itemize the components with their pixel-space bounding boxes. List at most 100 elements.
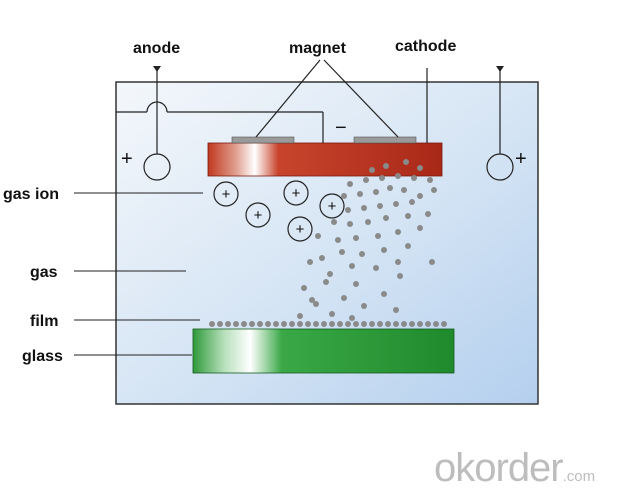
film-particle bbox=[209, 321, 215, 327]
sputtered-particle bbox=[417, 193, 423, 199]
sputtered-particle bbox=[349, 263, 355, 269]
sputtered-particle bbox=[395, 259, 401, 265]
magnet-left bbox=[231, 136, 295, 144]
film-particle bbox=[401, 321, 407, 327]
film-particle bbox=[257, 321, 263, 327]
film-particle bbox=[385, 321, 391, 327]
anode-plus-symbol: + bbox=[121, 148, 133, 170]
sputtered-particle bbox=[347, 181, 353, 187]
watermark: okorder.com bbox=[434, 446, 595, 491]
film-particle bbox=[297, 321, 303, 327]
film-particle bbox=[345, 321, 351, 327]
gas-ion bbox=[283, 180, 309, 206]
gas-ion-plus: + bbox=[254, 207, 263, 224]
label-leader-lines bbox=[74, 192, 203, 356]
sputtered-particle bbox=[397, 273, 403, 279]
sputtered-particle bbox=[353, 235, 359, 241]
right-electrode-wiring bbox=[486, 70, 514, 181]
film-particle bbox=[377, 321, 383, 327]
film-particle bbox=[369, 321, 375, 327]
sputtered-particle bbox=[403, 159, 409, 165]
film-particle bbox=[409, 321, 415, 327]
sputtered-particle bbox=[373, 265, 379, 271]
film-particle bbox=[265, 321, 271, 327]
sputtered-particle bbox=[345, 207, 351, 213]
film-particle bbox=[361, 321, 367, 327]
sputtered-particle bbox=[369, 167, 375, 173]
film-particle bbox=[289, 321, 295, 327]
film-particle bbox=[433, 321, 439, 327]
sputtered-particle bbox=[309, 297, 315, 303]
sputtered-particle bbox=[335, 237, 341, 243]
sputtered-particle bbox=[427, 177, 433, 183]
sputtered-particle bbox=[363, 177, 369, 183]
sputtered-particle bbox=[409, 199, 415, 205]
sputtered-particle bbox=[365, 219, 371, 225]
cathode-target bbox=[207, 142, 443, 177]
gas-ion bbox=[287, 216, 313, 242]
glass-substrate bbox=[192, 328, 455, 374]
cathode-label: cathode bbox=[395, 38, 456, 55]
sputtered-particle bbox=[327, 271, 333, 277]
gas-ion-plus: + bbox=[292, 185, 301, 202]
gas-ions: +++++ bbox=[213, 180, 345, 242]
anode-terminal-icon bbox=[153, 66, 161, 72]
sputtered-particle bbox=[411, 175, 417, 181]
sputtered-particle bbox=[381, 247, 387, 253]
film-particle bbox=[313, 321, 319, 327]
sputtered-particle bbox=[329, 311, 335, 317]
film-label: film bbox=[30, 313, 58, 330]
sputtered-particle bbox=[341, 295, 347, 301]
sputtered-particle bbox=[297, 313, 303, 319]
film-particle bbox=[249, 321, 255, 327]
film-particle bbox=[337, 321, 343, 327]
film-particle bbox=[441, 321, 447, 327]
sputtered-particle bbox=[339, 249, 345, 255]
sputtered-particle bbox=[375, 233, 381, 239]
sputtered-particle bbox=[401, 187, 407, 193]
film-particle bbox=[321, 321, 327, 327]
film-particle bbox=[273, 321, 279, 327]
sputtered-particle bbox=[349, 315, 355, 321]
gas-label: gas bbox=[30, 264, 58, 281]
watermark-sub: .com bbox=[562, 468, 596, 485]
right-terminal-icon bbox=[496, 66, 504, 72]
sputtered-particle bbox=[331, 219, 337, 225]
sputtered-particle bbox=[417, 225, 423, 231]
sputtered-particle bbox=[387, 185, 393, 191]
anode-label: anode bbox=[133, 40, 180, 57]
sputtered-particle bbox=[359, 251, 365, 257]
gas-ion-label: gas ion bbox=[3, 186, 59, 203]
film-particle bbox=[241, 321, 247, 327]
sputtered-particle bbox=[353, 281, 359, 287]
sputtered-particle bbox=[395, 229, 401, 235]
sputtered-particle bbox=[417, 165, 423, 171]
film-particle bbox=[425, 321, 431, 327]
sputtered-particle bbox=[405, 213, 411, 219]
film-particle bbox=[225, 321, 231, 327]
sputtered-particle bbox=[429, 259, 435, 265]
magnet-label: magnet bbox=[289, 40, 347, 57]
gas-ion bbox=[213, 181, 239, 207]
sputtered-particle bbox=[319, 255, 325, 261]
gas-ion-plus: + bbox=[296, 221, 305, 238]
sputtered-particle bbox=[301, 285, 307, 291]
sputtered-particle bbox=[361, 205, 367, 211]
film-particle bbox=[281, 321, 287, 327]
sputtered-particle bbox=[395, 173, 401, 179]
film-particle bbox=[305, 321, 311, 327]
sputtered-particle bbox=[373, 189, 379, 195]
sputtered-particle bbox=[405, 243, 411, 249]
sputtered-particle bbox=[313, 301, 319, 307]
cathode-minus-symbol: − bbox=[335, 117, 347, 139]
sputtered-particle bbox=[431, 187, 437, 193]
sputtered-particle bbox=[377, 203, 383, 209]
film-particle bbox=[417, 321, 423, 327]
gas-ion-plus: + bbox=[328, 198, 337, 215]
sputtered-particle bbox=[323, 279, 329, 285]
watermark-main: okorder bbox=[434, 446, 564, 490]
gas-ion bbox=[245, 202, 271, 228]
film-particle bbox=[393, 321, 399, 327]
sputtered-particle bbox=[425, 211, 431, 217]
